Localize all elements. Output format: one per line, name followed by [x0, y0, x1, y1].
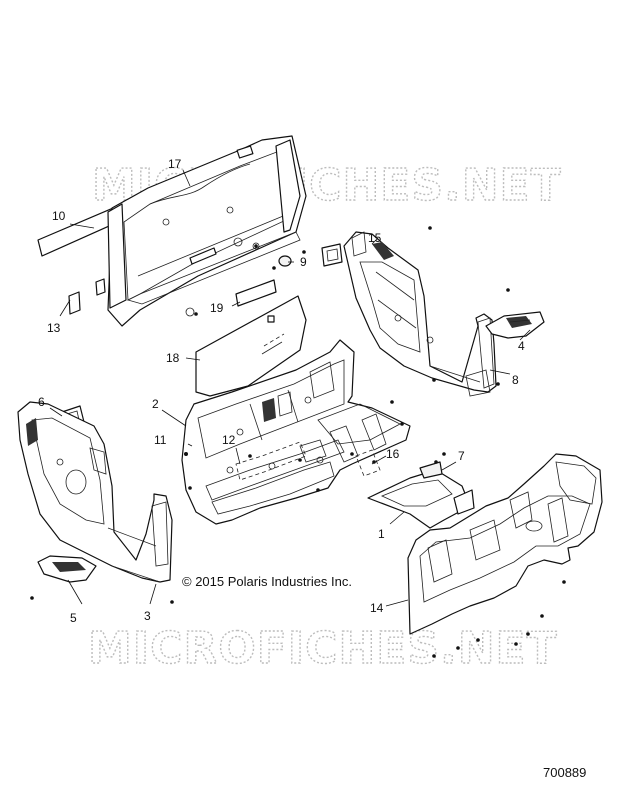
callout-12: 12 [222, 433, 236, 447]
part-3-side-panel-left [17, 401, 173, 583]
callout-8: 8 [512, 373, 519, 387]
fasteners [30, 226, 566, 658]
part-8-side-panel-right-lower [465, 369, 491, 397]
part-13-label [68, 278, 106, 315]
part-16-floor-cover [355, 449, 381, 477]
callout-16: 16 [386, 447, 400, 461]
part-1-console [367, 469, 475, 529]
callout-13: 13 [47, 321, 61, 335]
callout-18: 18 [166, 351, 180, 365]
callout-10: 10 [52, 209, 66, 223]
part-2-floor-tub [181, 339, 411, 525]
callout-14: 14 [370, 601, 384, 615]
part-15-cargo-side-panel [343, 231, 497, 393]
part-plate [321, 243, 343, 267]
part-19-decal [235, 279, 277, 307]
callout-15: 15 [368, 231, 382, 245]
part-18-panel-insert [195, 295, 307, 397]
part-7-bracket [419, 461, 443, 479]
leader-lines [49, 169, 531, 607]
document-number: 700889 [543, 765, 586, 780]
callout-19: 19 [210, 301, 224, 315]
part-9-knob [278, 255, 292, 267]
callout-9: 9 [300, 255, 307, 269]
part-5-footrest-left [37, 555, 97, 583]
callout-5: 5 [70, 611, 77, 625]
callout-2: 2 [152, 397, 159, 411]
part-4-footrest-right [485, 311, 545, 339]
callout-6: 6 [38, 395, 45, 409]
callout-4: 4 [518, 339, 525, 353]
callout-17: 17 [168, 157, 182, 171]
part-14-floor-panel-right [407, 453, 603, 635]
callout-7: 7 [458, 449, 465, 463]
copyright-notice: © 2015 Polaris Industries Inc. [182, 574, 352, 589]
part-17-seat-back-panel [107, 135, 307, 327]
callout-1: 1 [378, 527, 385, 541]
callout-11: 11 [154, 433, 167, 447]
callout-3: 3 [144, 609, 151, 623]
watermark-bottom: MICROFICHES.NET [88, 623, 558, 674]
